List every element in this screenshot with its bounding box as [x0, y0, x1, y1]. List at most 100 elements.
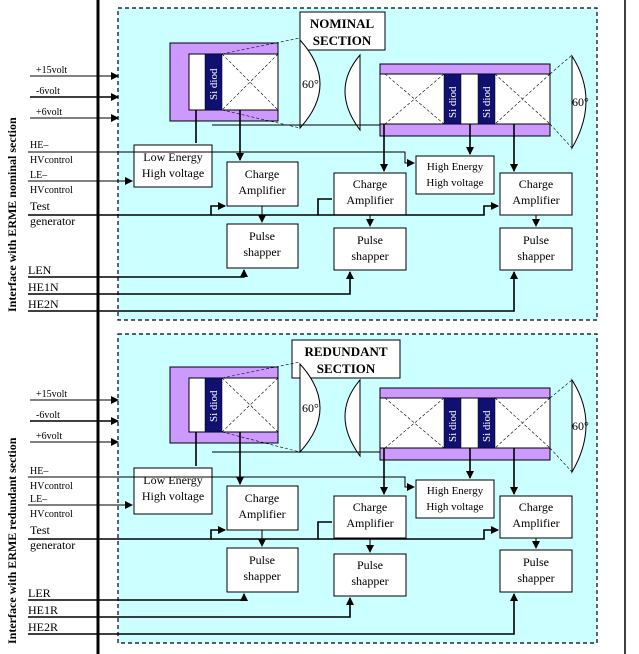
pulse-shaper-he2-line2: shapper — [517, 249, 554, 263]
le-angle-label-r: 60° — [302, 401, 319, 415]
output-le: LEN — [28, 263, 52, 277]
pulse-shaper-le-r-line1: Pulse — [249, 553, 275, 567]
pulse-shaper-le-line1: Pulse — [249, 229, 275, 243]
redundant-title-line2: SECTION — [317, 361, 376, 376]
nominal-title-line2: SECTION — [313, 33, 372, 48]
charge-amp-le-line1: Charge — [245, 167, 279, 181]
charge-amp-he2-line1: Charge — [519, 177, 553, 191]
label-le-hv2: HVcontrol — [30, 185, 73, 196]
label-test-r: Test — [30, 523, 50, 537]
label-le-hv: LE– — [30, 170, 48, 181]
pulse-shaper-he1-r-line1: Pulse — [357, 558, 383, 572]
le-detector-r: Si diod — [169, 361, 301, 453]
pulse-shaper-le-r-line2: shapper — [243, 569, 280, 583]
he-collimator-lens — [571, 54, 587, 150]
pulse-shaper-le-box-r — [226, 547, 299, 593]
charge-amp-he2-r-line2: Amplifier — [512, 516, 559, 530]
label-le-hv-r: LE– — [30, 494, 48, 505]
le-collimator-lens-r — [299, 362, 321, 454]
charge-amp-le-r-line2: Amplifier — [238, 507, 285, 521]
charge-amp-he1-line1: Charge — [353, 177, 387, 191]
pulse-shaper-he2-line1: Pulse — [523, 233, 549, 247]
si-diod-he1 — [443, 73, 462, 125]
output-he2-r: HE2R — [28, 620, 58, 634]
label-plus6volt: +6volt — [36, 107, 62, 118]
redundant-title-line1: REDUNDANT — [304, 344, 387, 359]
redundant-side-label: Interface with ERME redundant section — [5, 437, 19, 644]
high-energy-hv-line1: High Energy — [427, 161, 484, 173]
nominal-section: Interface with ERME nominal section NOMI… — [5, 7, 598, 321]
charge-amp-he1-r-line1: Charge — [353, 500, 387, 514]
he-detector: Si diod Si diod — [344, 53, 573, 149]
si-diod-he2-r — [477, 397, 496, 449]
le-angle-label: 60° — [302, 77, 319, 91]
label-minus6volt-r: -6volt — [36, 410, 60, 421]
charge-amp-le-box-r — [226, 485, 299, 531]
label-he-hv: HE– — [30, 140, 49, 151]
output-he1-r: HE1R — [28, 603, 58, 617]
charge-amp-he1-r-line2: Amplifier — [346, 516, 393, 530]
si-diod-le — [204, 53, 223, 111]
si-diod-he2-label: Si diod — [481, 86, 493, 118]
label-generator: generator — [30, 214, 75, 228]
pulse-shaper-he2-box-r — [499, 549, 573, 593]
pulse-shaper-le-line2: shapper — [243, 245, 280, 259]
label-15volt-r: +15volt — [36, 389, 67, 400]
charge-amp-he2-line2: Amplifier — [512, 193, 559, 207]
high-energy-hv-r-line2: High voltage — [426, 501, 483, 513]
si-diod-he2-r-label: Si diod — [481, 410, 493, 442]
si-diod-he1-r — [443, 397, 462, 449]
label-minus6volt: -6volt — [36, 86, 60, 97]
pulse-shaper-he2-box — [499, 227, 573, 271]
charge-amp-le-r-line1: Charge — [245, 491, 279, 505]
nominal-title-box — [299, 11, 386, 51]
label-generator-r: generator — [30, 538, 75, 552]
output-he1: HE1N — [28, 280, 59, 294]
pulse-shaper-he2-r-line1: Pulse — [523, 555, 549, 569]
charge-amp-le-line2: Amplifier — [238, 183, 285, 197]
he-angle-label-r: 60° — [572, 419, 589, 433]
low-energy-hv-line2: High voltage — [142, 166, 204, 180]
si-diod-he1-label: Si diod — [447, 86, 459, 118]
si-diod-label: Si diod — [208, 68, 220, 100]
he-detector-r: Si diod Si diod — [344, 378, 573, 473]
output-he2: HE2N — [28, 297, 59, 311]
redundant-wires — [28, 396, 540, 635]
charge-amp-he2-r-line1: Charge — [519, 500, 553, 514]
le-detector: Si diod — [169, 37, 301, 129]
si-diod-le-r — [204, 377, 223, 433]
high-energy-hv-box-r — [415, 479, 495, 519]
he-collimator-lens-r — [571, 378, 587, 474]
pulse-shaper-he1-line2: shapper — [351, 249, 388, 263]
label-plus6volt-r: +6volt — [36, 431, 62, 442]
label-he-hv2-r: HVcontrol — [30, 481, 73, 492]
nominal-wires — [28, 72, 540, 312]
pulse-shaper-he2-r-line2: shapper — [517, 571, 554, 585]
label-he-hv-r: HE– — [30, 466, 49, 477]
si-diod-he2 — [477, 73, 496, 125]
nominal-side-label: Interface with ERME nominal section — [5, 117, 19, 312]
charge-amp-he1-box-r — [333, 495, 407, 539]
redundant-section: Interface with ERME redundant section RE… — [5, 333, 598, 644]
he-angle-label: 60° — [572, 95, 589, 109]
si-diod-le-r-label: Si diod — [208, 390, 220, 422]
si-diod-he1-r-label: Si diod — [447, 410, 459, 442]
output-le-r: LER — [28, 586, 51, 600]
pulse-shaper-he1-box-r — [333, 553, 407, 597]
nominal-title-line1: NOMINAL — [310, 16, 375, 31]
charge-amp-le-box — [226, 161, 299, 207]
label-15volt: +15volt — [36, 65, 67, 76]
label-le-hv2-r: HVcontrol — [30, 509, 73, 520]
low-energy-hv-r-line2: High voltage — [142, 489, 204, 503]
label-he-hv2: HVcontrol — [30, 155, 73, 166]
label-test: Test — [30, 199, 50, 213]
low-energy-hv-box-r — [133, 467, 213, 515]
high-energy-hv-r-line1: High Energy — [427, 485, 484, 497]
pulse-shaper-he1-box — [333, 227, 407, 271]
high-energy-hv-line2: High voltage — [426, 177, 483, 189]
low-energy-hv-line1: Low Energy — [143, 150, 202, 164]
pulse-shaper-le-box — [226, 223, 299, 269]
pulse-shaper-he1-line1: Pulse — [357, 233, 383, 247]
charge-amp-he1-line2: Amplifier — [346, 193, 393, 207]
